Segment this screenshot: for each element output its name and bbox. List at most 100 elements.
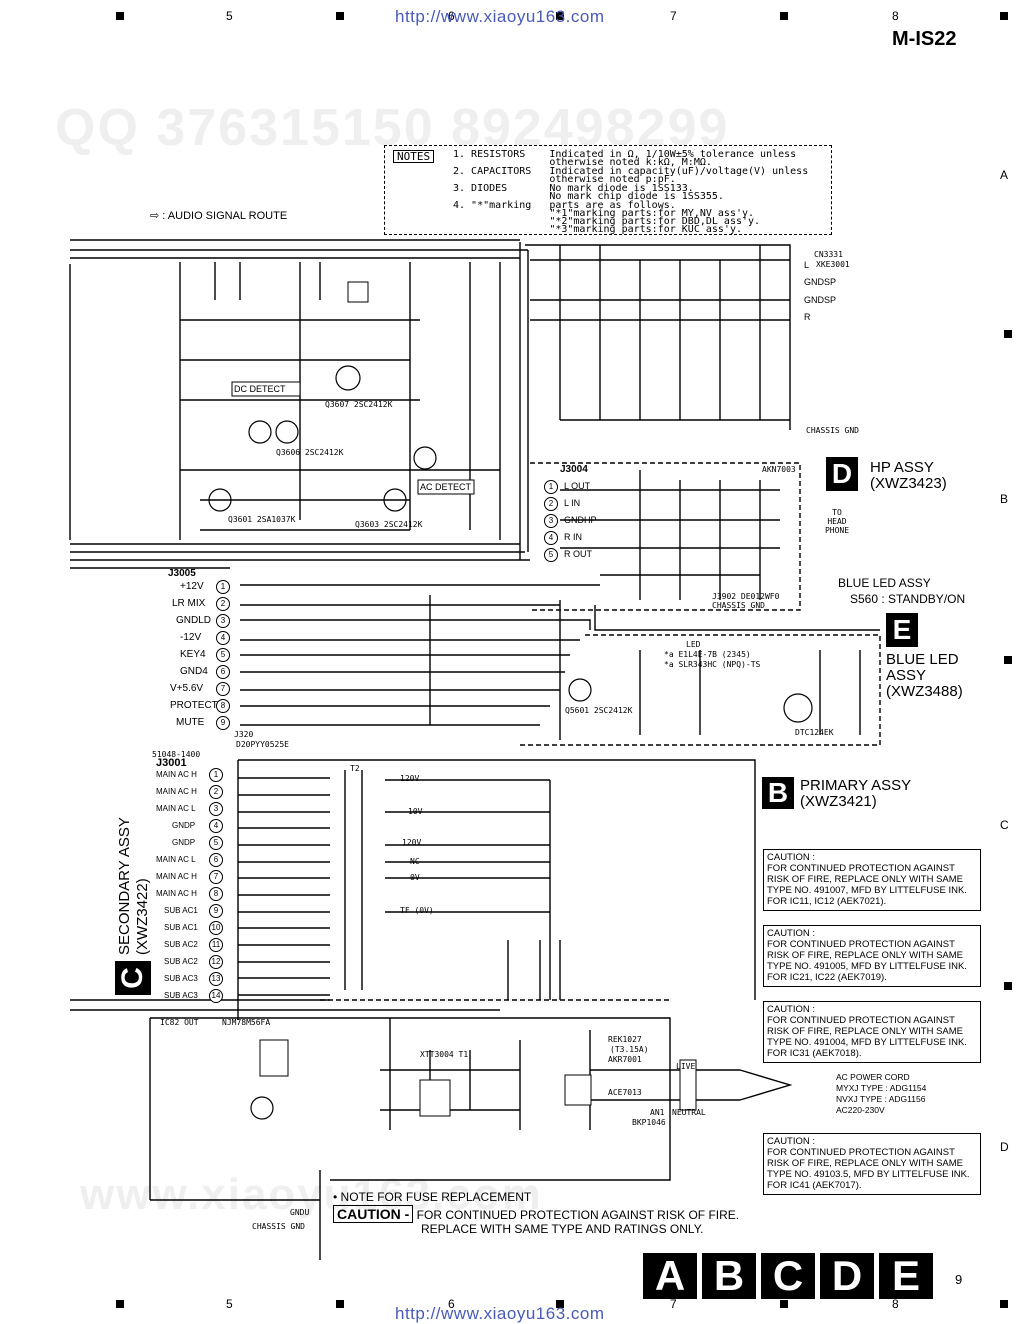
fuse-note-line: FOR CONTINUED PROTECTION AGAINST RISK OF… xyxy=(416,1208,740,1222)
ac-detect-label: AC DETECT xyxy=(420,482,472,492)
pin: 14 xyxy=(209,989,223,1003)
pin: 2 xyxy=(216,597,230,611)
component-label: Q3603 2SC2412K xyxy=(355,520,423,529)
row-letter: B xyxy=(1000,492,1009,506)
neutral-label: NEUTRAL xyxy=(672,1108,706,1117)
assy-letter-d: D xyxy=(826,457,858,491)
power-cord-title: AC POWER CORD xyxy=(836,1072,910,1082)
note-line: No mark chip diode is 1SS355. xyxy=(453,191,724,202)
fuse-note-line: REPLACE WITH SAME TYPE AND RATINGS ONLY. xyxy=(421,1222,704,1236)
pin: 6 xyxy=(209,853,223,867)
pin-label: KEY4 xyxy=(180,649,206,660)
assy-title: PRIMARY ASSY xyxy=(800,777,912,794)
fuse-note: • NOTE FOR FUSE REPLACEMENT CAUTION - FO… xyxy=(333,1190,739,1236)
page-number: 9 xyxy=(955,1272,963,1287)
pin: 1 xyxy=(209,768,223,782)
head-phone-label: TO HEAD PHONE xyxy=(824,508,850,535)
pin-label: -12V xyxy=(180,632,202,643)
assy-code: (XWZ3422) xyxy=(134,878,151,955)
regulator-label: NJM78M56FA xyxy=(222,1018,271,1027)
assy-title: HP ASSY xyxy=(870,459,934,476)
pin: 8 xyxy=(209,887,223,901)
pin: 8 xyxy=(216,699,230,713)
chassis-gnd-label: CHASSIS GND xyxy=(806,426,859,435)
pin: 2 xyxy=(209,785,223,799)
pin-label: GNDLD xyxy=(176,615,212,626)
power-cord-voltage: AC220-230V xyxy=(836,1105,885,1115)
registration-mark xyxy=(336,1300,344,1308)
pin: 2 xyxy=(544,497,558,511)
pin: 5 xyxy=(209,836,223,850)
pin-label: GND4 xyxy=(180,666,208,677)
connector-name: J320 xyxy=(234,730,254,739)
pin-label: GNDP xyxy=(172,838,196,847)
assy-title: BLUE LED xyxy=(886,651,959,668)
transformer-label: XTT3004 T1 xyxy=(420,1050,469,1059)
pin-label: L OUT xyxy=(564,481,591,491)
pin-label: PROTECT xyxy=(170,700,218,711)
component-label: Q3601 2SA1037K xyxy=(228,515,296,524)
fuse-part: REK1027 xyxy=(608,1035,642,1044)
legend-text: : AUDIO SIGNAL ROUTE xyxy=(162,210,288,222)
registration-mark xyxy=(1000,12,1008,20)
connector-name: J3001 xyxy=(156,757,187,769)
voltage-label: 10V xyxy=(408,807,423,816)
note-line: "*2"marking parts:for DBD,DL ass'y. xyxy=(453,216,761,227)
pin-label: MUTE xyxy=(176,717,205,728)
pin-label: SUB AC1 xyxy=(164,906,198,915)
caution-box: CAUTION : FOR CONTINUED PROTECTION AGAIN… xyxy=(763,1133,981,1195)
source-url[interactable]: http://www.xiaoyu163.com xyxy=(395,7,605,26)
assy-name: PRIMARY ASSY(XWZ3421) xyxy=(800,778,911,810)
component-label: Q5601 2SC2412K xyxy=(565,706,633,715)
component-label: Q3607 2SC2412K xyxy=(325,400,393,409)
pin-label: L IN xyxy=(564,498,581,508)
power-cord-type: MYXJ TYPE : ADG1154 xyxy=(836,1083,927,1093)
part-label: ACE7013 xyxy=(608,1088,642,1097)
part-label: BKP1046 xyxy=(632,1118,666,1127)
assy-index: A B C D E xyxy=(643,1253,933,1299)
speaker-pin: R xyxy=(804,312,811,322)
live-label: LIVE xyxy=(676,1062,696,1071)
registration-mark xyxy=(1004,656,1012,664)
source-url[interactable]: http://www.xiaoyu163.com xyxy=(395,1304,605,1323)
column-number: 8 xyxy=(892,9,899,23)
pin: 3 xyxy=(216,614,230,628)
watermark: QQ 376315150 892498299 xyxy=(55,99,730,157)
pin-label: SUB AC2 xyxy=(164,957,198,966)
assy-code: (XWZ3421) xyxy=(800,793,877,810)
caution-box: CAUTION : FOR CONTINUED PROTECTION AGAIN… xyxy=(763,1001,981,1063)
pin: 4 xyxy=(209,819,223,833)
caution-text: FOR CONTINUED PROTECTION AGAINST RISK OF… xyxy=(767,1015,967,1059)
component-label: DTC124EK xyxy=(795,728,834,737)
component-label: Q3606 2SC2412K xyxy=(276,448,344,457)
note-line: otherwise noted k:kΩ, M:MΩ. xyxy=(453,157,712,168)
pin-label: SUB AC3 xyxy=(164,991,198,1000)
pin-label: MAIN AC H xyxy=(156,770,197,779)
registration-mark xyxy=(116,12,124,20)
arrow-icon: ⇨ xyxy=(150,210,160,222)
caution-box: CAUTION : FOR CONTINUED PROTECTION AGAIN… xyxy=(763,849,981,911)
power-cord-type: NVXJ TYPE : ADG1156 xyxy=(836,1094,926,1104)
pin-label: R OUT xyxy=(564,549,592,559)
pin: 4 xyxy=(544,531,558,545)
pin: 5 xyxy=(544,548,558,562)
pin-label: SUB AC2 xyxy=(164,940,198,949)
note-line: 2. CAPACITORS Indicated in capacity(uF)/… xyxy=(453,166,809,177)
pin-label: MAIN AC L xyxy=(156,804,196,813)
fuse-rating: (T3.15A) xyxy=(610,1045,649,1054)
pin: 10 xyxy=(209,921,223,935)
pin: 13 xyxy=(209,972,223,986)
assy-title: ASSY xyxy=(886,667,927,684)
caution-box: CAUTION : FOR CONTINUED PROTECTION AGAIN… xyxy=(763,925,981,987)
led-part: *a SLR343HC (NPQ)-TS xyxy=(664,660,761,669)
registration-mark xyxy=(780,12,788,20)
caution-text: FOR CONTINUED PROTECTION AGAINST RISK OF… xyxy=(767,863,967,907)
caution-title: CAUTION : xyxy=(767,1004,816,1015)
pin-label: SUB AC3 xyxy=(164,974,198,983)
pin-label: MAIN AC H xyxy=(156,889,197,898)
caution-text: FOR CONTINUED PROTECTION AGAINST RISK OF… xyxy=(767,939,967,983)
pin: 1 xyxy=(216,580,230,594)
column-number: 6 xyxy=(448,1297,455,1311)
speaker-pin: L xyxy=(804,260,810,270)
